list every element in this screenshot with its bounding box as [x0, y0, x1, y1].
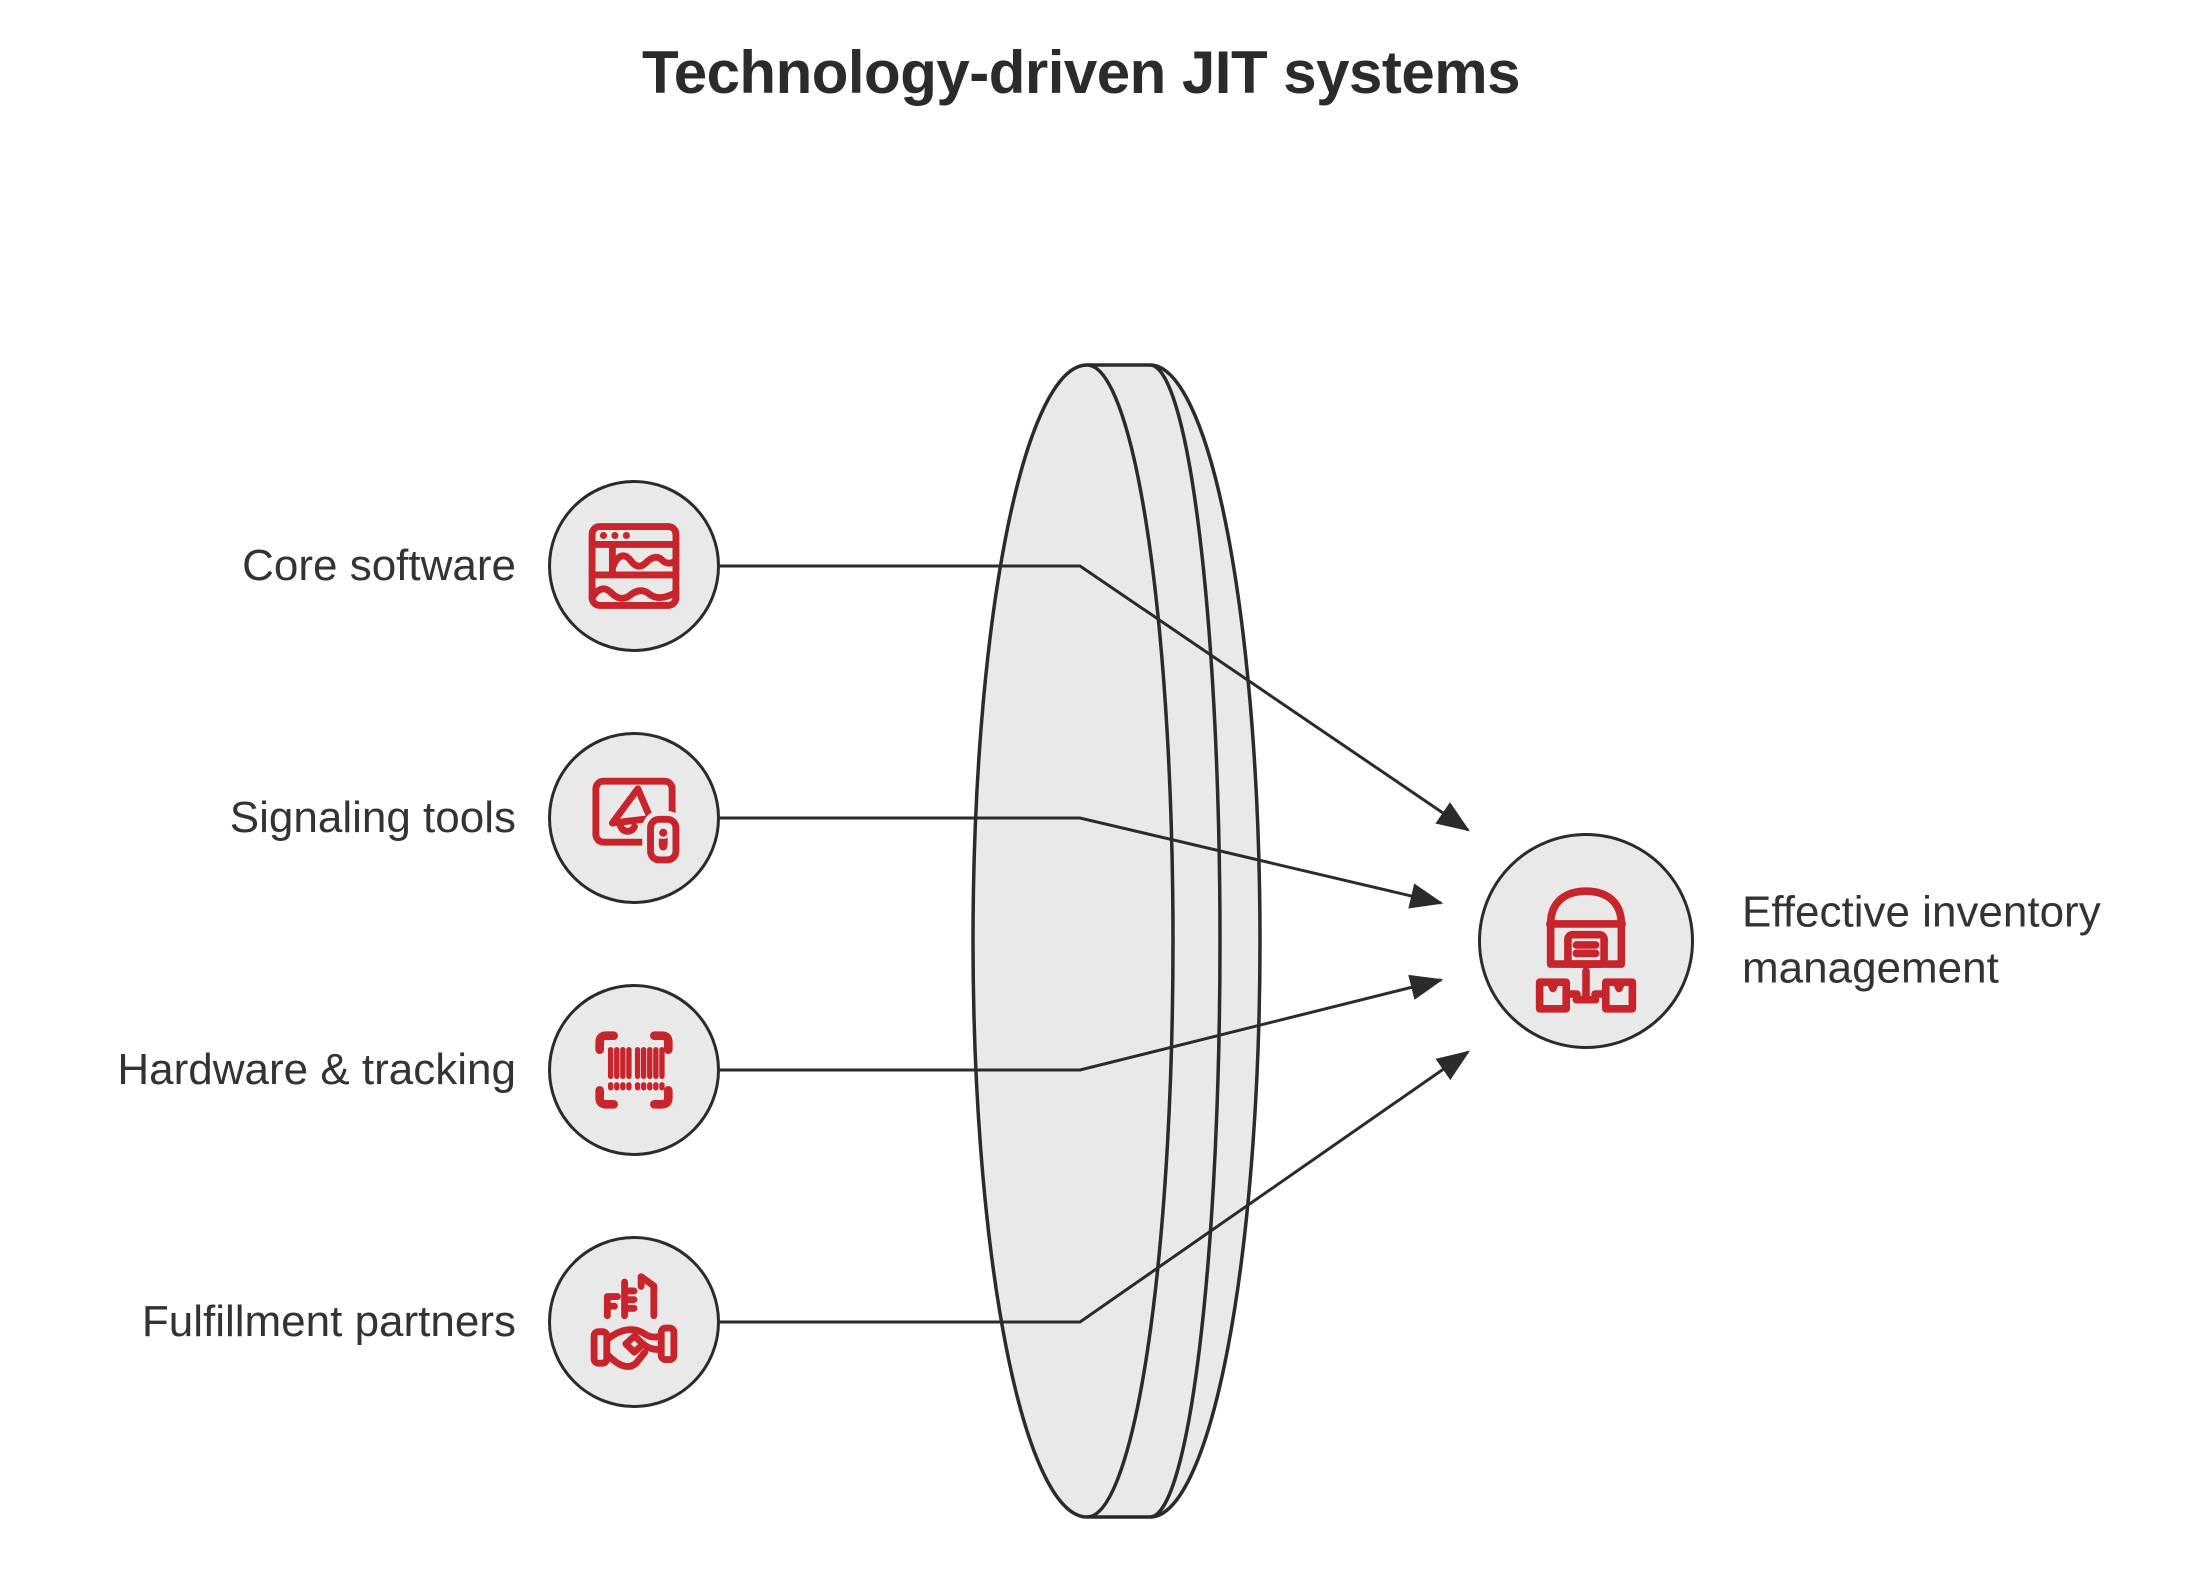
input-node-core-software: [548, 480, 720, 652]
funnel-lens: [971, 363, 1262, 1519]
page-title: Technology-driven JIT systems: [642, 39, 1520, 106]
connector-arrow-fulfillment-partners: [720, 1050, 1470, 1324]
output-label-inventory-management: Effective inventory management: [1742, 887, 2101, 993]
lens-silhouette: [971, 363, 1262, 1519]
output-node-inventory-management: [1478, 833, 1694, 1049]
input-label-signaling-tools: Signaling tools: [229, 792, 516, 842]
input-node-signaling-tools: [548, 732, 720, 904]
input-label-fulfillment-partners: Fulfillment partners: [141, 1296, 516, 1346]
input-node-hardware-tracking: [548, 984, 720, 1156]
buildings-handshake-icon: [590, 1273, 678, 1370]
connector-arrow-core-software: [720, 564, 1470, 832]
browser-chart-icon: [588, 523, 680, 609]
connector-arrow-hardware-tracking: [720, 974, 1444, 1072]
warehouse-distribution-icon: [1535, 886, 1637, 1013]
input-label-core-software: Core software: [242, 540, 516, 590]
lens-front-rim: [1086, 363, 1175, 1519]
screen-megaphone-icon: [592, 777, 685, 869]
connector-arrow-signaling-tools: [720, 816, 1444, 909]
barcode-scan-icon: [595, 1031, 673, 1109]
input-label-hardware-tracking: Hardware & tracking: [117, 1044, 516, 1094]
lens-back-rim: [1149, 363, 1222, 1519]
input-node-fulfillment-partners: [548, 1236, 720, 1408]
